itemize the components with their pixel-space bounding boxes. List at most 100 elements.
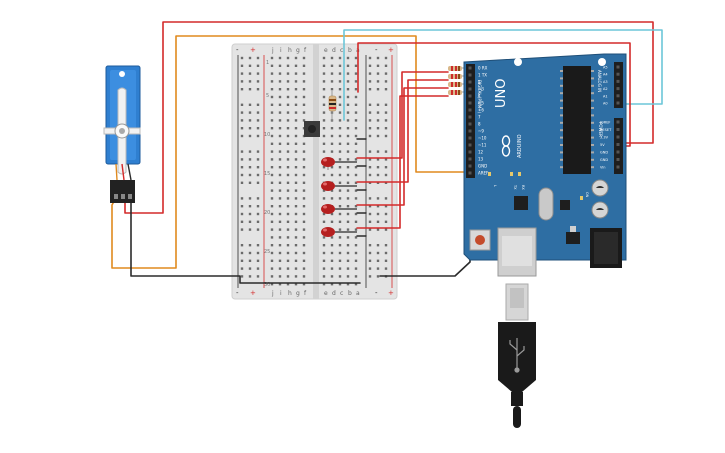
digital-pin-label: 4 [478,94,481,99]
svg-text:DIGITAL (PWM~): DIGITAL (PWM~) [477,80,482,114]
power-pin-label: Vin [600,166,606,170]
pushbutton[interactable] [304,121,320,137]
arduino-model: UNO [494,79,509,108]
svg-text:a: a [356,290,360,297]
power-pin-label: 5V [600,143,605,147]
svg-text:10: 10 [264,132,270,138]
digital-pin-label: 7 [478,115,481,120]
svg-text:-: - [375,289,378,297]
servo-motor[interactable] [103,65,141,203]
digital-pin-label: 1 TX [478,73,487,78]
svg-text:L: L [493,185,497,187]
svg-text:b: b [348,290,352,297]
reset-button[interactable] [469,229,491,251]
digital-pin-label: 12 [478,150,484,155]
red-led[interactable] [321,181,335,191]
svg-text:RX: RX [521,185,525,190]
wire-servo-signal[interactable] [111,35,471,269]
wire-button-a0[interactable] [343,29,663,121]
svg-text:f: f [304,47,307,54]
svg-text:d: d [332,47,336,54]
svg-text:g: g [296,290,300,297]
svg-text:j: j [271,290,274,297]
svg-text:-: - [236,46,239,54]
svg-text:j: j [271,47,274,54]
svg-text:d: d [332,290,336,297]
wire-led-3[interactable] [356,87,449,206]
svg-text:30: 30 [264,282,270,288]
power-pin-label: 3.3V [600,136,609,140]
digital-pin-label: ~9 [478,129,484,134]
breadboard[interactable]: j i h g f e d c b a j i h g f e d c b a … [231,43,398,300]
arduino-text: DIGITAL (PWM~) ANALOG IN POWER [477,70,603,137]
digital-pin-label: 13 [478,157,484,162]
svg-text:+: + [250,46,256,54]
analog-pin-label: A5 [603,66,608,70]
svg-text:h: h [288,47,292,54]
usb-icon [509,338,525,373]
digital-pin-label: ~6 [478,108,484,113]
digital-pin-label: 2 [478,80,481,85]
breadboard-rail-signs: - + - + - + - + [236,46,394,297]
svg-text:5: 5 [266,93,269,99]
red-led[interactable] [321,227,335,237]
svg-text:i: i [280,290,282,297]
svg-text:1: 1 [266,60,269,66]
wire-led-4[interactable] [356,95,449,229]
wires[interactable] [111,21,663,284]
wire-servo-power[interactable] [124,21,654,214]
breadboard-holes [240,56,388,286]
svg-text:+: + [250,289,256,297]
svg-text:b: b [348,47,352,54]
wire-5v-rail[interactable] [357,42,631,147]
breadboard-letters-bottom: j i h g f e d c b a [271,290,360,297]
digital-pin-label: ~5 [478,101,484,106]
servo-connector[interactable] [110,180,135,203]
power-pin-label: RESET [600,128,612,132]
digital-pin-label: 8 [478,122,481,127]
atmega-chip [563,66,591,174]
board-leds: L TX RX ON [488,172,589,200]
power-pin-label: GND [600,151,608,155]
red-led[interactable] [321,204,335,214]
svg-text:c: c [340,290,343,297]
analog-pin-label: A3 [603,80,608,84]
digital-pin-label: GND [478,164,487,169]
arduino-uno[interactable]: DIGITAL (PWM~) ANALOG IN POWER 0 RX 1 TX 2… [463,53,627,277]
svg-text:-: - [236,289,239,297]
usb-cable[interactable] [498,283,536,428]
analog-pin-label: A1 [603,94,608,98]
svg-text:e: e [324,47,328,54]
digital-pin-label: ~11 [478,143,487,148]
wire-led-1[interactable] [356,71,449,159]
wire-servo-ground[interactable] [130,195,361,284]
breadboard-row-numbers: 1 5 10 15 20 25 30 [264,60,270,288]
red-led[interactable] [321,157,335,170]
digital-pin-label: 0 RX [478,66,488,71]
led-resistors [448,66,462,95]
wire-led-2[interactable] [356,79,449,183]
svg-text:h: h [288,290,292,297]
svg-text:-: - [375,46,378,54]
analog-header[interactable] [614,62,623,108]
svg-text:+: + [388,46,394,54]
red-leds [321,157,357,237]
analog-pin-label: A2 [603,87,608,91]
svg-text:f: f [304,290,307,297]
digital-header[interactable] [466,64,475,178]
svg-text:g: g [296,47,300,54]
svg-text:e: e [324,290,328,297]
digital-pin-label: ~10 [478,136,487,141]
svg-text:ANALOG IN: ANALOG IN [597,70,602,92]
power-pin-label: GND [600,158,608,162]
svg-text:ON: ON [585,192,589,198]
svg-text:TX: TX [513,184,517,190]
crystal-oscillator [538,187,554,221]
svg-text:15: 15 [264,171,270,177]
arduino-brand: ARDUINO [517,134,523,158]
svg-text:20: 20 [264,210,270,216]
button-pulldown-resistor [328,91,337,122]
svg-text:c: c [340,47,343,54]
led-ground-jumpers [356,138,367,237]
